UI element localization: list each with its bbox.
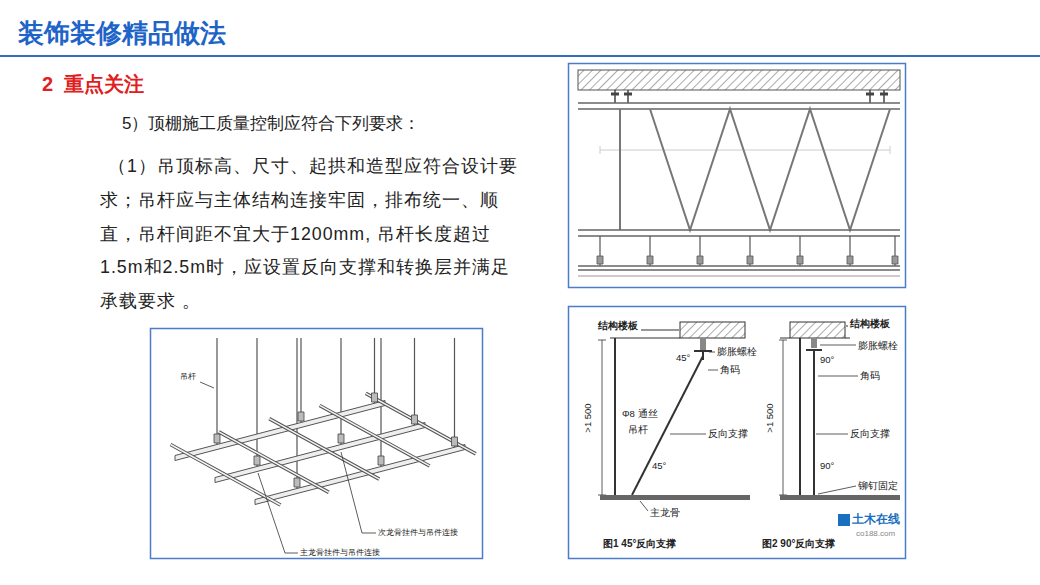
part-label: 反向支撑 [850,428,890,439]
ceiling-grid-drawing [171,338,476,553]
dimension-label: >1 500 [764,403,775,432]
expansion-bolt [700,338,706,350]
angle-label: 90° [820,354,834,365]
angle-label: 90° [820,460,834,471]
watermark-logo [838,514,850,526]
header-rule [0,55,1040,57]
brace-90-drawing [779,322,900,526]
part-label: 吊杆 [628,424,648,435]
main-runner [600,495,750,500]
cross-runner-face [171,393,476,505]
slab [680,322,745,338]
slab-line [610,330,680,338]
leader-line [816,345,858,494]
part-label: 膨胀螺栓 [717,346,757,357]
main-runner [780,495,900,500]
figure-caption: 图1 45°反向支撑 [603,538,676,550]
part-label: 膨胀螺栓 [858,340,898,351]
section-heading: 2 重点关注 [42,72,144,96]
ceiling-board [578,276,900,277]
truss-vertical [619,109,621,230]
figure-caption: 图2 90°反向支撑 [762,538,835,550]
slide-title: 装饰装修精品做法 [18,18,226,49]
bottom-chord [578,230,900,236]
part-label: 结构楼板 [598,320,638,331]
requirement-heading: 5）顶棚施工质量控制应符合下列要求： [122,114,420,134]
expansion-bolt [811,338,817,348]
hanger-rod [614,338,616,495]
reverse-brace [813,350,815,495]
dimension-line [779,340,787,495]
body-paragraph: （1）吊顶标高、尺寸、起拱和造型应符合设计要求；吊杆应与主体结构连接牢固，排布统… [100,150,528,319]
part-label: 主龙骨 [650,507,680,518]
hanger-clip [214,393,458,487]
top-chord [578,103,900,109]
figure-frame [569,64,906,288]
watermark: co188.com [856,529,895,539]
part-label: 铆钉固定 [858,480,898,491]
cross-runner [171,393,476,505]
slab [790,322,845,338]
figure-frame [569,307,906,559]
part-label: 主龙骨挂件与吊件连接 [300,548,380,558]
part-label: 反向支撑 [708,428,748,439]
leader-line [258,473,298,553]
dimension-line [598,340,606,495]
hanger-clip [597,256,898,264]
nut [611,93,888,96]
part-label: 角码 [720,364,740,375]
truss-diagonal [650,109,890,230]
leader-line [341,452,376,533]
leader-line [640,352,718,511]
ceiling-runner [578,266,900,270]
truss-drawing [578,70,900,276]
part-label: Φ8 通丝 [622,408,658,419]
leader-line [200,382,214,388]
hanger-rod [799,338,801,495]
slab [578,70,900,90]
dimension-label: >1 500 [582,403,593,432]
anchor-bolt [615,90,884,103]
part-label: 角码 [860,370,880,381]
angle-label: 45° [652,460,666,471]
figure-frame [151,329,483,559]
angle-label: 45° [676,352,690,363]
part-label: 次龙骨挂件与吊件连接 [378,528,458,538]
watermark: 土木在线 [852,512,900,526]
part-label: 吊杆 [180,372,196,382]
part-label: 结构楼板 [850,318,890,329]
